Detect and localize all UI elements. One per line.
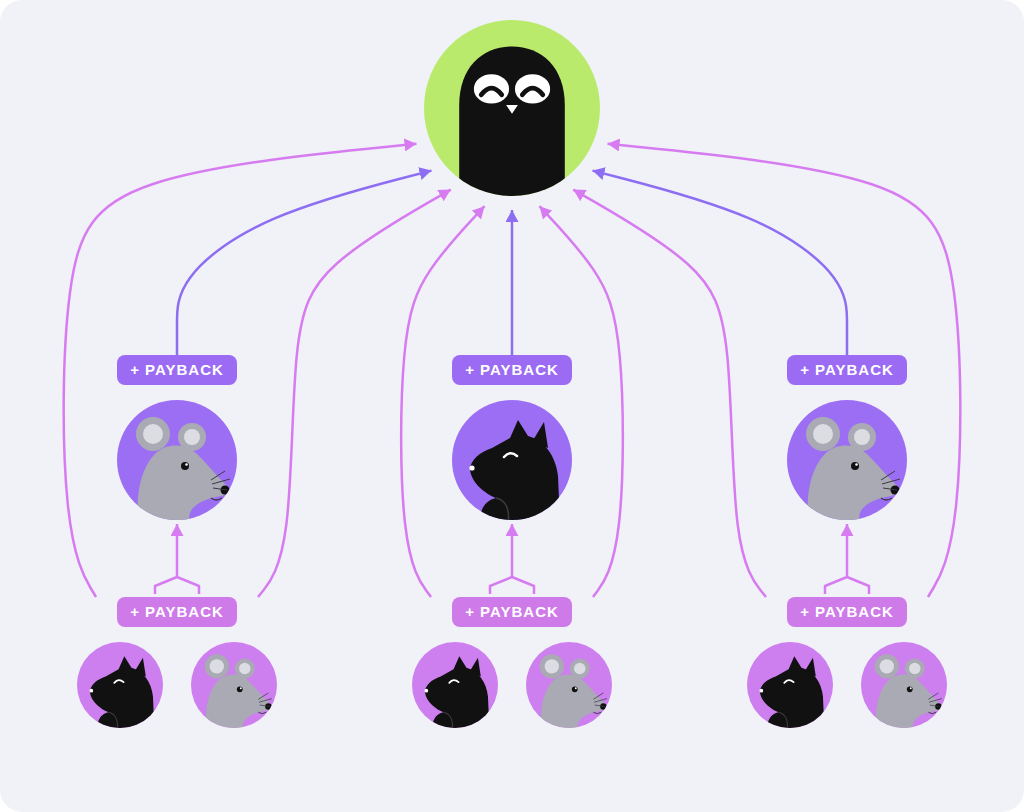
payback-arrow bbox=[64, 144, 417, 597]
mouse-illustration bbox=[875, 654, 942, 729]
payback-label: + PAYBACK bbox=[787, 597, 907, 627]
payback-arrow bbox=[155, 524, 177, 594]
payback-group-node: + PAYBACK bbox=[407, 597, 617, 728]
payback-node: + PAYBACK bbox=[107, 355, 247, 520]
payback-label: + PAYBACK bbox=[452, 355, 572, 385]
payback-arrow bbox=[608, 144, 961, 597]
payback-arrow bbox=[258, 190, 451, 597]
payback-arrow bbox=[177, 171, 431, 355]
payback-node: + PAYBACK bbox=[777, 355, 917, 520]
payback-arrow bbox=[511, 210, 514, 355]
cat-illustration bbox=[759, 656, 824, 729]
owl-circle bbox=[424, 20, 600, 196]
avatar-circle bbox=[117, 400, 237, 520]
payback-group-node: + PAYBACK bbox=[742, 597, 952, 728]
avatar-circle bbox=[787, 400, 907, 520]
cat-illustration bbox=[424, 656, 489, 729]
payback-node: + PAYBACK bbox=[442, 355, 582, 520]
payback-label: + PAYBACK bbox=[787, 355, 907, 385]
owl-node bbox=[424, 20, 600, 196]
cat-illustration bbox=[89, 656, 154, 729]
payback-arrow bbox=[540, 206, 623, 597]
payback-label: + PAYBACK bbox=[117, 597, 237, 627]
avatar-pair bbox=[407, 642, 617, 728]
owl-illustration bbox=[459, 46, 565, 196]
avatar-pair bbox=[742, 642, 952, 728]
mouse-illustration bbox=[205, 654, 272, 729]
fork-leg bbox=[847, 577, 869, 594]
avatar-pair bbox=[72, 642, 282, 728]
cat-illustration bbox=[469, 420, 560, 522]
payback-label: + PAYBACK bbox=[452, 597, 572, 627]
avatar-circle bbox=[452, 400, 572, 520]
payback-arrow bbox=[573, 190, 766, 597]
mouse-illustration bbox=[540, 654, 607, 729]
mouse-illustration bbox=[136, 417, 230, 522]
payback-arrow bbox=[593, 171, 847, 355]
payback-arrow bbox=[825, 524, 847, 594]
payback-arrow bbox=[490, 524, 512, 594]
mouse-illustration bbox=[806, 417, 900, 522]
payback-group-node: + PAYBACK bbox=[72, 597, 282, 728]
payback-label: + PAYBACK bbox=[117, 355, 237, 385]
fork-leg bbox=[512, 577, 534, 594]
fork-leg bbox=[177, 577, 199, 594]
payback-arrow bbox=[401, 206, 484, 597]
